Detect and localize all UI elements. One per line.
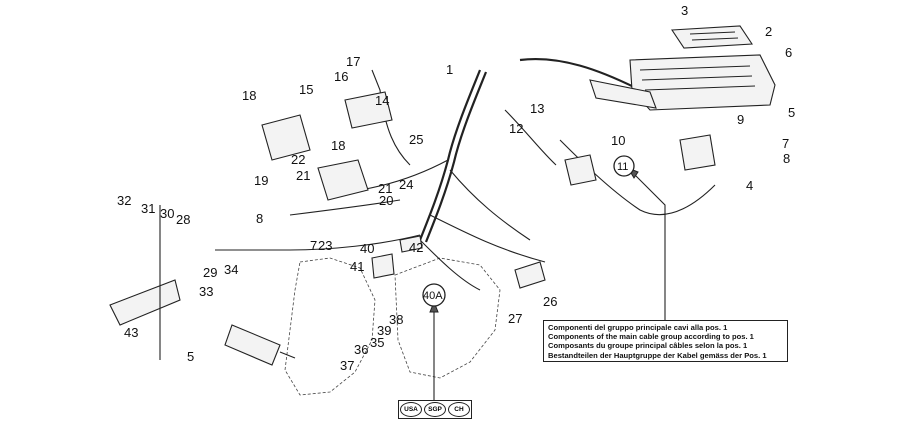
callout-2: 2 bbox=[765, 24, 772, 39]
relay-18 bbox=[261, 114, 311, 161]
market-ch: CH bbox=[448, 402, 470, 417]
callout-28: 28 bbox=[176, 212, 190, 227]
callout-33: 33 bbox=[199, 284, 213, 299]
callout-15: 15 bbox=[299, 82, 313, 97]
callout-23: 23 bbox=[318, 238, 332, 253]
callout-41: 41 bbox=[350, 259, 364, 274]
callout-7-lower: 7 bbox=[310, 238, 317, 253]
harness-connector bbox=[589, 79, 657, 109]
callout-40: 40 bbox=[360, 241, 374, 256]
pickup-bracket-43 bbox=[109, 205, 181, 360]
callout-19: 19 bbox=[254, 173, 268, 188]
callout-17: 17 bbox=[346, 54, 360, 69]
callout-24: 24 bbox=[399, 177, 413, 192]
legend-line-en: Components of the main cable group accor… bbox=[548, 332, 754, 342]
bracket-4 bbox=[679, 134, 716, 171]
callout-4: 4 bbox=[746, 178, 753, 193]
market-sgp: SGP bbox=[424, 402, 446, 417]
callout-6: 6 bbox=[785, 45, 792, 60]
legend-line-it: Componenti del gruppo principale cavi al… bbox=[548, 323, 728, 332]
fuel-pump-34 bbox=[224, 324, 296, 366]
callout-1: 1 bbox=[446, 62, 453, 77]
callout-14: 14 bbox=[375, 93, 389, 108]
callout-43: 43 bbox=[124, 325, 138, 340]
callout-36: 36 bbox=[354, 342, 368, 357]
callout-21: 21 bbox=[296, 168, 310, 183]
callout-20: 20 bbox=[379, 193, 393, 208]
sensor-10 bbox=[564, 154, 597, 186]
callout-30: 30 bbox=[160, 206, 174, 221]
callout-42: 42 bbox=[409, 240, 423, 255]
callout-5-bracket: 5 bbox=[187, 349, 194, 364]
callout-32: 32 bbox=[117, 193, 131, 208]
callout-35: 35 bbox=[370, 335, 384, 350]
sensor-26 bbox=[514, 261, 546, 289]
callout-29: 29 bbox=[203, 265, 217, 280]
callout-22: 22 bbox=[291, 152, 305, 167]
callout-16: 16 bbox=[334, 69, 348, 84]
injector-42 bbox=[399, 235, 423, 253]
callout-34: 34 bbox=[224, 262, 238, 277]
callout-18-b: 18 bbox=[331, 138, 345, 153]
callout-5: 5 bbox=[788, 105, 795, 120]
callout-31: 31 bbox=[141, 201, 155, 216]
callout-9: 9 bbox=[737, 112, 744, 127]
coil-21 bbox=[317, 159, 369, 201]
callout-38: 38 bbox=[389, 312, 403, 327]
ecu-label-plate bbox=[671, 25, 753, 49]
callout-40A: 40A bbox=[423, 290, 443, 302]
callout-12: 12 bbox=[509, 121, 523, 136]
main-cable-harness bbox=[215, 57, 716, 291]
legend-line-fr: Composants du groupe principal câbles se… bbox=[548, 341, 748, 351]
callout-circle-11 bbox=[613, 155, 635, 177]
callout-7: 7 bbox=[782, 136, 789, 151]
callout-13: 13 bbox=[530, 101, 544, 116]
callout-26: 26 bbox=[543, 294, 557, 309]
market-usa: USA bbox=[400, 402, 422, 417]
callout-8-left: 8 bbox=[256, 211, 263, 226]
legend-box: Componenti del gruppo principale cavi al… bbox=[543, 320, 788, 362]
callout-25: 25 bbox=[409, 132, 423, 147]
callout-11: 11 bbox=[617, 161, 628, 173]
callout-39: 39 bbox=[377, 323, 391, 338]
engine-block-outline bbox=[284, 257, 501, 396]
sensor-40 bbox=[371, 253, 395, 279]
callout-21-b: 21 bbox=[378, 181, 392, 196]
callout-8: 8 bbox=[783, 151, 790, 166]
callout-27: 27 bbox=[508, 311, 522, 326]
relay-14 bbox=[344, 91, 393, 129]
callout-18: 18 bbox=[242, 88, 256, 103]
callout-10: 10 bbox=[611, 133, 625, 148]
callout-circle-40A bbox=[422, 283, 446, 307]
callout-37: 37 bbox=[340, 358, 354, 373]
legend-leader bbox=[626, 166, 666, 320]
markets-leader bbox=[429, 300, 439, 400]
legend-line-de: Bestandteilen der Hauptgruppe der Kabel … bbox=[548, 350, 767, 360]
markets-box: USA SGP CH bbox=[398, 400, 472, 419]
callout-3: 3 bbox=[681, 3, 688, 18]
